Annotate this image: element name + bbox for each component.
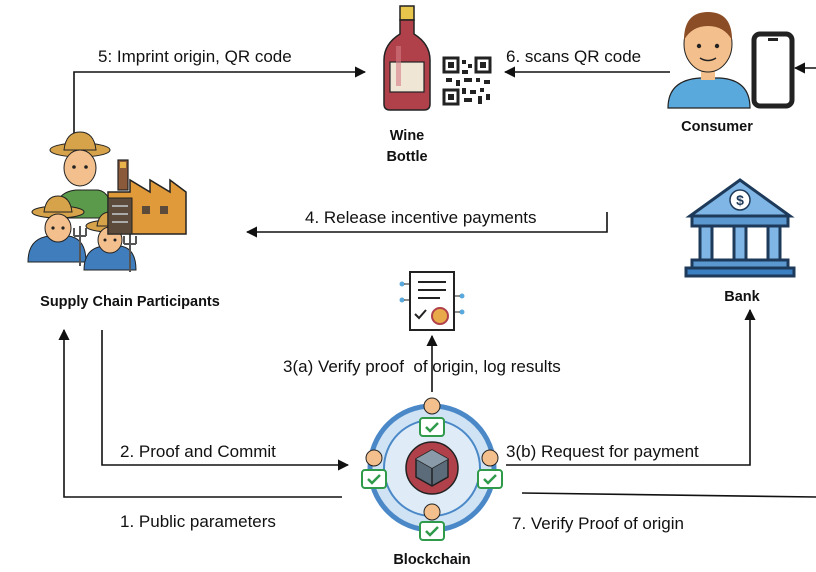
edge-release bbox=[245, 212, 608, 238]
label-proof-commit: 2. Proof and Commit bbox=[120, 442, 276, 461]
edge-verify-origin bbox=[521, 492, 816, 498]
bank-icon: $ bbox=[684, 178, 796, 278]
wine-label-line1: Wine bbox=[390, 128, 425, 144]
edge-public-params bbox=[58, 328, 342, 498]
blockchain-node-right bbox=[477, 449, 503, 489]
label-scans: 6. scans QR code bbox=[506, 47, 641, 66]
blockchain-node-bottom bbox=[419, 503, 445, 541]
blockchain-label: Blockchain bbox=[393, 552, 470, 568]
factory-icon bbox=[107, 159, 187, 235]
supply-chain-label: Supply Chain Participants bbox=[40, 294, 220, 310]
svg-text:$: $ bbox=[736, 192, 744, 208]
blockchain-node-top bbox=[419, 397, 445, 437]
edge-proof-commit bbox=[101, 330, 350, 471]
label-imprint: 5: Imprint origin, QR code bbox=[98, 47, 292, 66]
wine-bottle-icon bbox=[383, 5, 431, 111]
label-verify-origin: 7. Verify Proof of origin bbox=[512, 514, 684, 533]
smartphone-icon bbox=[751, 31, 795, 109]
farmers-icon bbox=[27, 131, 137, 272]
blockchain-icon bbox=[367, 403, 497, 533]
bank-label: Bank bbox=[724, 289, 760, 305]
label-release: 4. Release incentive payments bbox=[305, 208, 537, 227]
certificate-icon bbox=[399, 271, 465, 331]
consumer-label: Consumer bbox=[681, 119, 753, 135]
edge-request-payment bbox=[506, 308, 756, 466]
blockchain-node-left bbox=[361, 449, 387, 489]
label-request-payment: 3(b) Request for payment bbox=[506, 442, 699, 461]
qr-code-icon bbox=[442, 56, 492, 106]
consumer-icon bbox=[667, 12, 751, 109]
edge-imprint bbox=[73, 66, 367, 133]
label-verify-log: 3(a) Verify proof of origin, log results bbox=[283, 357, 561, 376]
wine-label-line2: Bottle bbox=[386, 149, 427, 165]
label-public-params: 1. Public parameters bbox=[120, 512, 276, 531]
